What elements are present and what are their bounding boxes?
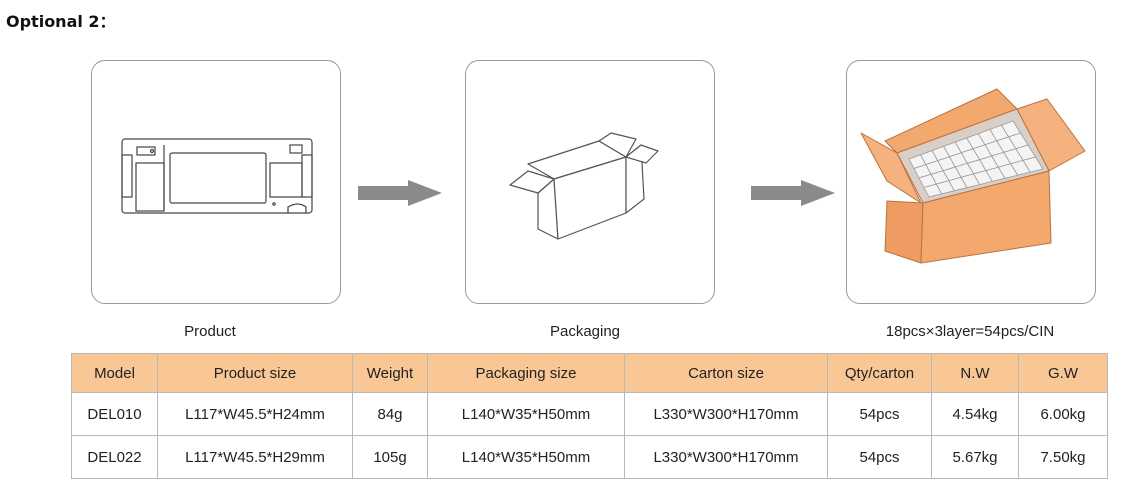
header-gw: G.W: [1018, 353, 1108, 393]
filled-carton-icon: [860, 88, 1086, 264]
section-title: Optional 2：: [6, 12, 116, 31]
header-carton-size: Carton size: [624, 353, 828, 393]
cell-product-size: L117*W45.5*H24mm: [157, 392, 353, 436]
cell-gw: 7.50kg: [1018, 435, 1108, 479]
header-nw: N.W: [931, 353, 1019, 393]
product-caption: Product: [184, 323, 236, 340]
cell-packaging-size: L140*W35*H50mm: [427, 392, 625, 436]
cell-model: DEL022: [71, 435, 158, 479]
cell-qty: 54pcs: [827, 392, 932, 436]
right-arrow-icon: [751, 180, 835, 206]
cell-nw: 5.67kg: [931, 435, 1019, 479]
header-model: Model: [71, 353, 158, 393]
header-weight: Weight: [352, 353, 428, 393]
cell-weight: 84g: [352, 392, 428, 436]
spec-table: Model Product size Weight Packaging size…: [71, 353, 1108, 479]
product-driver-icon: [121, 138, 313, 214]
table-row: DEL022 L117*W45.5*H29mm 105g L140*W35*H5…: [71, 435, 1108, 479]
header-qty-carton: Qty/carton: [827, 353, 932, 393]
packaging-caption: Packaging: [549, 323, 621, 340]
right-arrow-icon: [358, 180, 442, 206]
product-card: [91, 60, 341, 304]
product-grid: [908, 120, 1044, 198]
cell-carton-size: L330*W300*H170mm: [624, 392, 828, 436]
cell-model: DEL010: [71, 392, 158, 436]
cell-packaging-size: L140*W35*H50mm: [427, 435, 625, 479]
packaging-card: [465, 60, 715, 304]
cell-weight: 105g: [352, 435, 428, 479]
table-header-row: Model Product size Weight Packaging size…: [71, 353, 1108, 393]
header-product-size: Product size: [157, 353, 353, 393]
cell-product-size: L117*W45.5*H29mm: [157, 435, 353, 479]
cell-qty: 54pcs: [827, 435, 932, 479]
carton-card: [846, 60, 1096, 304]
cell-nw: 4.54kg: [931, 392, 1019, 436]
header-packaging-size: Packaging size: [427, 353, 625, 393]
open-box-icon: [509, 132, 659, 240]
carton-caption: 18pcs×3layer=54pcs/CIN: [885, 323, 1055, 340]
table-row: DEL010 L117*W45.5*H24mm 84g L140*W35*H50…: [71, 392, 1108, 436]
packed-unit: [1022, 156, 1044, 173]
cell-carton-size: L330*W300*H170mm: [624, 435, 828, 479]
cell-gw: 6.00kg: [1018, 392, 1108, 436]
